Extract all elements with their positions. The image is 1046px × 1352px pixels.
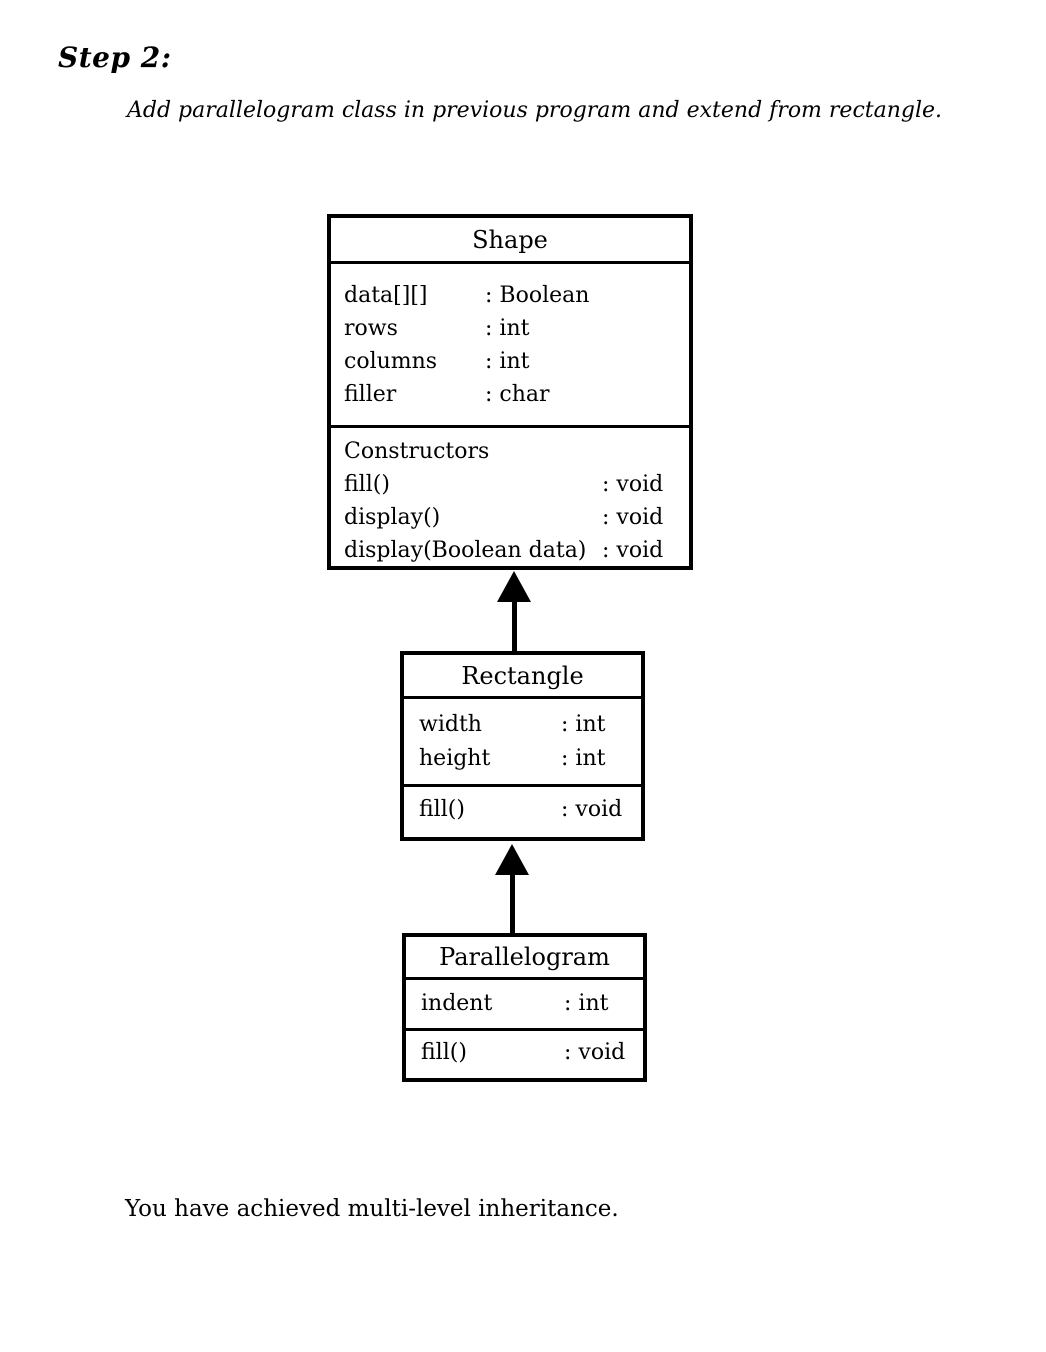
class-box-rectangle: Rectangle width : int height : int fill(… <box>400 651 645 841</box>
attribute-name: height <box>419 746 491 771</box>
method-name: display(Boolean data) <box>344 538 587 563</box>
inheritance-arrow-icon <box>497 571 531 602</box>
attribute-row: rows : int <box>344 312 689 345</box>
rectangle-attributes-compartment: width : int height : int <box>404 699 641 787</box>
attribute-row: indent : int <box>421 987 643 1021</box>
method-row: fill() : void <box>421 1036 643 1070</box>
method-row: display() : void <box>344 501 689 534</box>
inheritance-arrow-line <box>512 599 517 652</box>
method-name: display() <box>344 505 441 530</box>
method-name: Constructors <box>344 439 490 464</box>
step-description: Add parallelogram class in previous prog… <box>127 98 943 123</box>
shape-methods-compartment: Constructors fill() : void display() : v… <box>331 428 689 567</box>
method-type: : void <box>564 1040 626 1065</box>
method-type: : void <box>602 472 664 497</box>
method-row: Constructors <box>344 435 689 468</box>
attribute-type: : int <box>564 991 609 1016</box>
method-type: : void <box>602 505 664 530</box>
inheritance-arrow-icon <box>495 844 529 875</box>
attribute-type: : int <box>561 712 606 737</box>
shape-attributes-compartment: data[][] : Boolean rows : int columns : … <box>331 264 689 428</box>
attribute-type: : int <box>561 746 606 771</box>
class-name-shape: Shape <box>331 218 689 264</box>
method-name: fill() <box>421 1040 467 1065</box>
attribute-row: data[][] : Boolean <box>344 279 689 312</box>
inheritance-arrow-line <box>510 872 515 934</box>
class-name-parallelogram: Parallelogram <box>406 937 643 980</box>
attribute-row: filler : char <box>344 378 689 411</box>
attribute-row: height : int <box>419 742 641 776</box>
attribute-name: indent <box>421 991 493 1016</box>
parallelogram-methods-compartment: fill() : void <box>406 1031 643 1070</box>
class-name-rectangle: Rectangle <box>404 655 641 699</box>
attribute-type: : Boolean <box>485 283 590 308</box>
attribute-type: : int <box>485 349 530 374</box>
method-name: fill() <box>344 472 390 497</box>
attribute-name: filler <box>344 382 397 407</box>
attribute-type: : char <box>485 382 550 407</box>
attribute-type: : int <box>485 316 530 341</box>
class-box-parallelogram: Parallelogram indent : int fill() : void <box>402 933 647 1082</box>
attribute-name: data[][] <box>344 283 428 308</box>
attribute-row: columns : int <box>344 345 689 378</box>
method-name: fill() <box>419 797 465 822</box>
attribute-name: width <box>419 712 482 737</box>
method-row: display(Boolean data) : void <box>344 534 689 567</box>
step-heading: Step 2: <box>58 41 172 74</box>
method-type: : void <box>602 538 664 563</box>
attribute-name: columns <box>344 349 438 374</box>
parallelogram-attributes-compartment: indent : int <box>406 980 643 1031</box>
class-box-shape: Shape data[][] : Boolean rows : int colu… <box>327 214 693 570</box>
attribute-row: width : int <box>419 708 641 742</box>
rectangle-methods-compartment: fill() : void <box>404 787 641 827</box>
conclusion-text: You have achieved multi-level inheritanc… <box>125 1196 619 1222</box>
method-type: : void <box>561 797 623 822</box>
method-row: fill() : void <box>344 468 689 501</box>
attribute-name: rows <box>344 316 398 341</box>
method-row: fill() : void <box>419 793 641 827</box>
